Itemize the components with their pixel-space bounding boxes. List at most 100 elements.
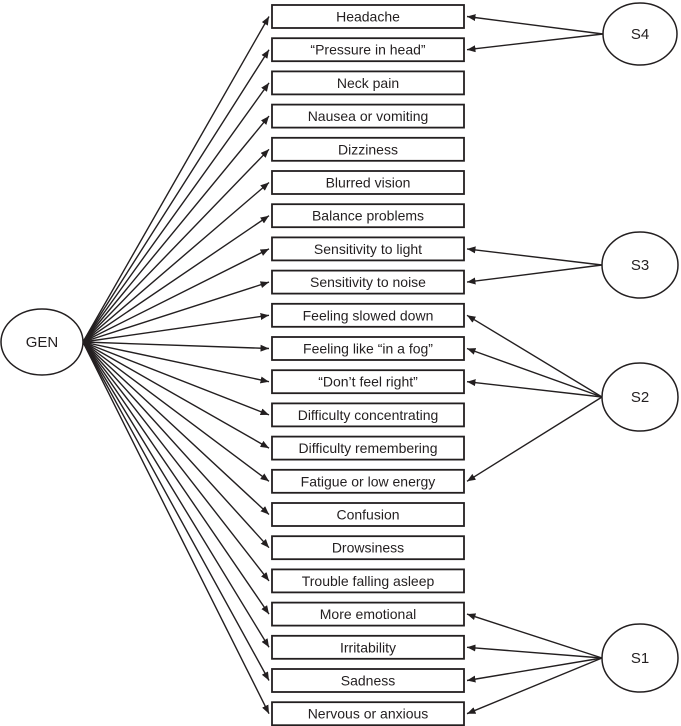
gen-loading-arrow — [82, 281, 270, 343]
indicator-label: More emotional — [320, 606, 417, 622]
indicator-box — [271, 601, 465, 627]
indicator-box — [271, 468, 465, 494]
indicator-label: Neck pain — [337, 75, 399, 91]
gen-factor-circle — [0, 308, 84, 376]
indicator: Difficulty concentrating — [271, 402, 465, 428]
specific-factor-s4: S4 — [602, 2, 678, 66]
indicator-label: Feeling like “in a fog” — [303, 341, 433, 357]
indicator-label: “Pressure in head” — [310, 42, 426, 58]
specific-loading-arrow — [466, 379, 603, 398]
gen-loading-arrow — [82, 341, 270, 416]
indicator-box — [271, 336, 465, 361]
indicator-box — [271, 136, 465, 162]
edges-layer — [82, 14, 604, 715]
indicator: Sadness — [271, 668, 465, 693]
indicator-box — [271, 634, 465, 660]
indicator-box — [271, 435, 465, 461]
indicator: Sensitivity to light — [271, 236, 465, 262]
indicator-box — [271, 269, 465, 295]
gen-loading-arrow — [82, 49, 270, 343]
specific-factor-s1: S1 — [601, 623, 679, 693]
indicator-label: Sensitivity to noise — [310, 274, 426, 290]
indicator: Dizziness — [271, 136, 465, 162]
indicator: Drowsiness — [271, 535, 465, 561]
gen-loading-arrow — [82, 341, 270, 384]
gen-loading-arrow — [82, 248, 270, 343]
specific-factor-s4-label: S4 — [631, 26, 649, 43]
indicator-label: Sensitivity to light — [314, 241, 422, 257]
indicator-label: Nervous or anxious — [308, 706, 429, 722]
specific-factor-s3: S3 — [601, 231, 679, 299]
gen-factor: GEN — [0, 308, 84, 376]
indicator-label: Drowsiness — [332, 540, 404, 556]
specific-factor-s2-label: S2 — [631, 389, 649, 406]
indicator: Nervous or anxious — [271, 701, 465, 726]
indicator-box — [271, 70, 465, 96]
gen-loading-arrow — [82, 341, 270, 648]
indicator: Headache — [271, 4, 465, 29]
indicator-label: Sadness — [341, 673, 395, 689]
indicator-label: Feeling slowed down — [303, 307, 434, 323]
gen-loading-arrow — [82, 341, 270, 549]
indicator-box — [271, 535, 465, 561]
gen-loading-arrow — [82, 181, 270, 343]
gen-loading-arrow — [82, 341, 270, 352]
specific-factor-s3-circle — [601, 231, 679, 299]
indicator: “Don’t feel right” — [271, 369, 465, 395]
indicator-label: Blurred vision — [326, 175, 411, 191]
indicator: Fatigue or low energy — [271, 468, 465, 494]
indicator-label: Trouble falling asleep — [302, 573, 435, 589]
specific-loading-arrow — [466, 396, 603, 482]
gen-loading-arrow — [82, 115, 270, 343]
indicator: Feeling slowed down — [271, 302, 465, 328]
specific-factor-s2-circle — [601, 362, 679, 432]
gen-loading-arrow — [82, 341, 270, 449]
gen-loading-arrow — [82, 341, 270, 516]
specific-factor-s1-circle — [601, 623, 679, 693]
indicator-box — [271, 701, 465, 726]
indicator-label: Difficulty concentrating — [298, 407, 439, 423]
gen-loading-arrow — [82, 341, 270, 615]
indicator-box — [271, 203, 465, 229]
indicator-label: Dizziness — [338, 141, 398, 157]
indicator-box — [271, 170, 465, 195]
indicator: Neck pain — [271, 70, 465, 96]
indicators-layer: Headache “Pressure in head” Neck painNause… — [271, 4, 465, 726]
indicator: Balance problems — [271, 203, 465, 229]
specific-factor-s2: S2 — [601, 362, 679, 432]
specific-factor-s3-label: S3 — [631, 257, 649, 274]
indicator-box — [271, 402, 465, 428]
specific-loading-arrow — [466, 314, 603, 398]
specific-loading-arrow — [466, 613, 603, 659]
specific-loading-arrow — [466, 246, 603, 266]
indicator-label: Headache — [336, 9, 400, 25]
specific-loading-arrow — [466, 33, 604, 53]
indicator-label: Fatigue or low energy — [301, 473, 436, 489]
specific-loading-arrow — [466, 347, 603, 398]
specific-factor-s4-circle — [602, 2, 678, 66]
indicator-label: Nausea or vomiting — [308, 108, 429, 124]
indicator-box — [271, 502, 465, 527]
indicator: Confusion — [271, 502, 465, 527]
gen-loading-arrow — [82, 82, 270, 343]
indicator-box — [271, 4, 465, 29]
indicator: Nausea or vomiting — [271, 103, 465, 129]
indicator-box — [271, 103, 465, 129]
indicator: Difficulty remembering — [271, 435, 465, 461]
indicator-box — [271, 236, 465, 262]
indicator: More emotional — [271, 601, 465, 627]
gen-loading-arrow — [82, 16, 270, 343]
specific-loading-arrow — [466, 14, 604, 35]
indicator-label: Difficulty remembering — [298, 440, 437, 456]
indicator-box — [271, 568, 465, 594]
indicator: Sensitivity to noise — [271, 269, 465, 295]
specific-factor-s1-label: S1 — [631, 650, 649, 667]
gen-factor-label: GEN — [26, 334, 59, 351]
specific-loading-arrow — [466, 657, 603, 683]
gen-loading-arrow — [82, 341, 270, 681]
indicator: Blurred vision — [271, 170, 465, 195]
indicator-label: Confusion — [336, 507, 399, 523]
gen-loading-arrow — [82, 341, 270, 715]
indicator-label: Balance problems — [312, 208, 424, 224]
